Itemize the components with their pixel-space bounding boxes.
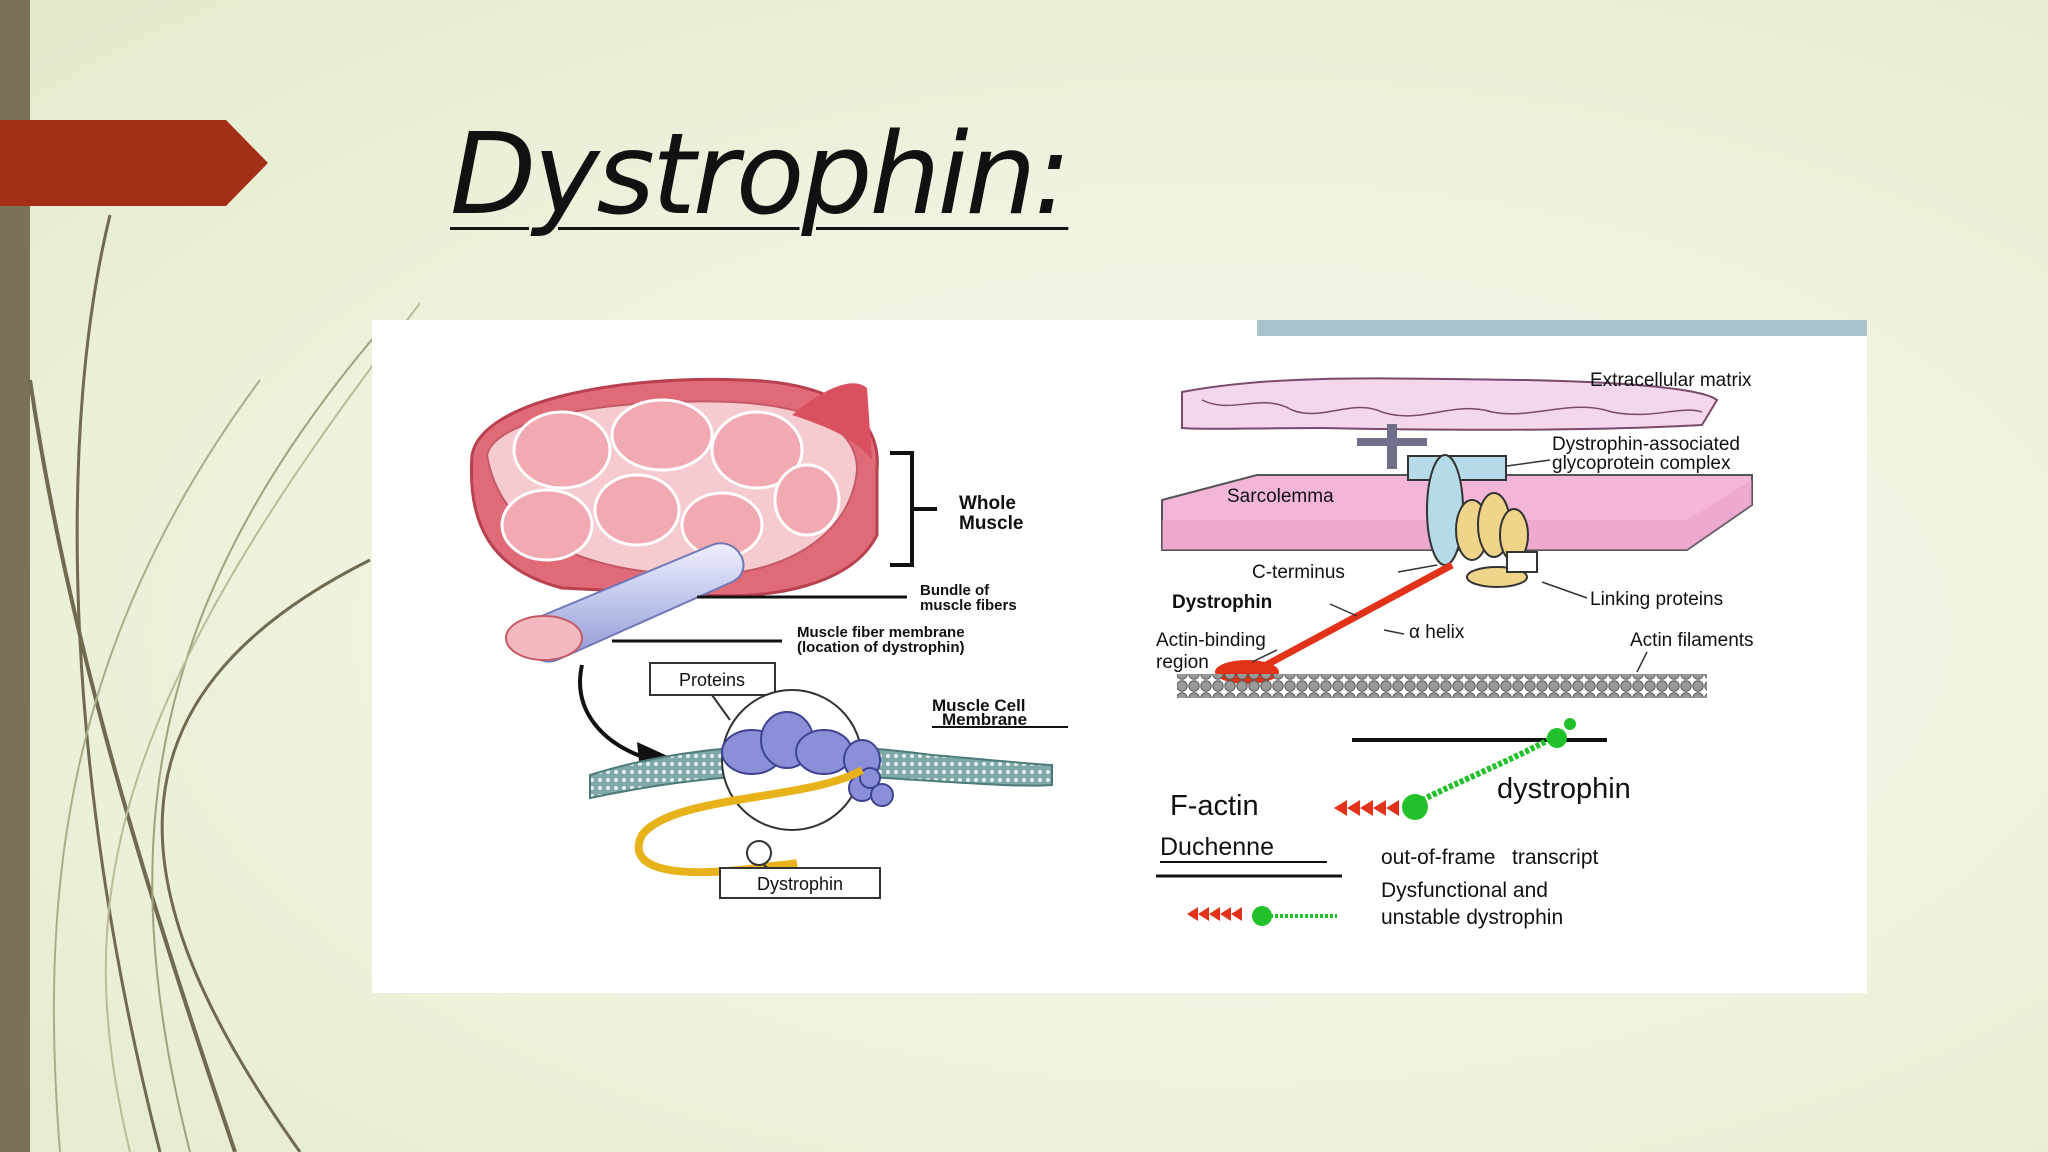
title-accent-arrow	[0, 120, 268, 206]
figure-top-strip	[1257, 320, 1867, 336]
out-of-frame-label: out-of-frame	[1381, 846, 1495, 869]
transcript-label: transcript	[1512, 846, 1599, 869]
dysfunctional-label: Dysfunctional and	[1381, 879, 1548, 902]
bundle-label: Bundle of	[920, 582, 990, 599]
alpha-helix-label: α helix	[1409, 622, 1465, 643]
membrane-protein-cluster	[721, 689, 894, 831]
slide-title: Dystrophin:	[450, 110, 1071, 240]
zoom-arrow	[578, 664, 653, 762]
truncated-complex	[1187, 906, 1337, 926]
duchenne-label: Duchenne	[1160, 833, 1274, 861]
extracellular-matrix-label: Extracellular matrix	[1590, 370, 1752, 391]
extracellular-matrix	[1181, 377, 1719, 431]
actin-binding-label-2: region	[1156, 652, 1209, 673]
whole-muscle-label-2: Muscle	[959, 513, 1023, 534]
whole-muscle-bracket	[890, 451, 937, 567]
dystrophin-strand	[634, 766, 865, 877]
proteins-box	[649, 662, 776, 696]
bundle-label-2: muscle fibers	[920, 597, 1017, 614]
membrane-label-2: (location of dystrophin)	[797, 639, 964, 656]
dag-complex-label-2: glycoprotein complex	[1552, 453, 1731, 474]
wildtype-complex	[1334, 718, 1576, 820]
dystrophin-rod	[1255, 561, 1454, 674]
c-terminus-label: C-terminus	[1252, 562, 1345, 583]
dystrophin-right-label: Dystrophin	[1172, 592, 1272, 613]
dag-complex	[1357, 424, 1538, 588]
actin-filaments-label: Actin filaments	[1630, 630, 1754, 651]
dystrophin-figure: Whole Muscle Bundle of muscle fibers Mus…	[372, 320, 1867, 993]
actin-binding-label: Actin-binding	[1156, 630, 1266, 651]
whole-muscle-illustration	[469, 377, 879, 663]
proteins-label: Proteins	[679, 670, 745, 690]
dysfunctional-label-2: unstable dystrophin	[1381, 906, 1563, 929]
dag-complex-label: Dystrophin-associated	[1552, 434, 1740, 455]
actin-filament-beads	[1177, 674, 1707, 698]
sarcolemma-label: Sarcolemma	[1227, 486, 1334, 507]
f-actin-label: F-actin	[1170, 790, 1259, 822]
dystrophin-left-label: Dystrophin	[757, 874, 843, 894]
whole-muscle-label: Whole	[959, 493, 1016, 514]
decorative-swooshes	[28, 214, 420, 1152]
cell-membrane-label-2: Membrane	[942, 710, 1027, 729]
dystrophin-green-label: dystrophin	[1497, 773, 1631, 805]
cell-membrane-label: Muscle Cell	[932, 696, 1026, 715]
dystrophin-box	[719, 867, 881, 899]
membrane-label: Muscle fiber membrane	[797, 624, 965, 641]
linking-proteins-label: Linking proteins	[1590, 589, 1723, 610]
